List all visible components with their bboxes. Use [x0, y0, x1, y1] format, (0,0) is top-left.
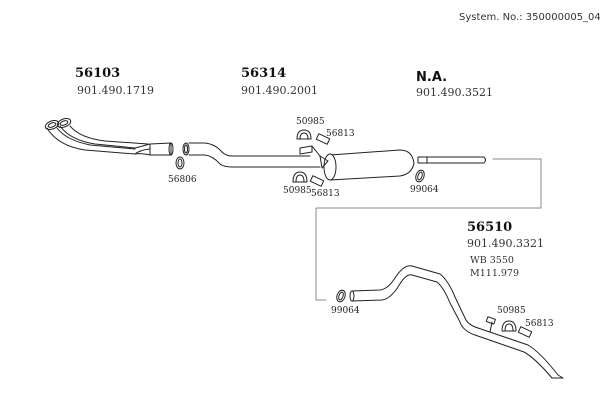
part-number-56314[interactable]: 56314 — [241, 66, 287, 81]
callout-56813-top[interactable]: 56813 — [326, 129, 355, 139]
bracket-56813-rear[interactable] — [517, 326, 533, 338]
callout-56806[interactable]: 56806 — [168, 175, 197, 185]
hanger-50985-bottom[interactable] — [292, 171, 308, 183]
tail-tube-na[interactable] — [417, 156, 486, 164]
callout-56813-bottom[interactable]: 56813 — [311, 189, 340, 199]
callout-50985-rear[interactable]: 50985 — [497, 306, 526, 316]
hanger-50985-rear[interactable] — [501, 320, 517, 332]
rear-pipe-56510[interactable] — [349, 265, 564, 379]
part-number-56510[interactable]: 56510 — [467, 220, 513, 235]
bracket-56813-bottom[interactable] — [309, 175, 325, 187]
oem-number-56314: 901.490.2001 — [241, 84, 318, 97]
oem-number-56103: 901.490.1719 — [77, 84, 154, 97]
callout-50985-bottom[interactable]: 50985 — [283, 186, 312, 196]
oem-number-56510: 901.490.3321 — [467, 237, 544, 250]
callout-50985-top[interactable]: 50985 — [296, 117, 325, 127]
note-wheelbase: WB 3550 — [470, 255, 514, 266]
callout-56813-rear[interactable]: 56813 — [525, 319, 554, 329]
middle-pipe[interactable] — [182, 142, 321, 168]
callout-99064-rear[interactable]: 99064 — [331, 306, 360, 316]
bracket-56813-top[interactable] — [315, 133, 331, 145]
clamp-99064-mid[interactable] — [414, 169, 426, 183]
muffler[interactable] — [299, 145, 415, 181]
connector-line — [315, 158, 542, 301]
oem-number-na: 901.490.3521 — [416, 86, 493, 99]
note-engine: M111.979 — [470, 268, 520, 279]
part-number-56103[interactable]: 56103 — [75, 66, 121, 81]
hanger-50985-top[interactable] — [296, 129, 312, 140]
clamp-99064-rear[interactable] — [335, 289, 347, 303]
front-pipe-56103[interactable] — [44, 117, 174, 156]
ring-56806[interactable] — [175, 156, 185, 170]
part-number-na[interactable]: N.A. — [416, 70, 448, 85]
system-number: System. No.: 350000005_04 — [459, 12, 600, 23]
callout-99064-mid[interactable]: 99064 — [410, 185, 439, 195]
